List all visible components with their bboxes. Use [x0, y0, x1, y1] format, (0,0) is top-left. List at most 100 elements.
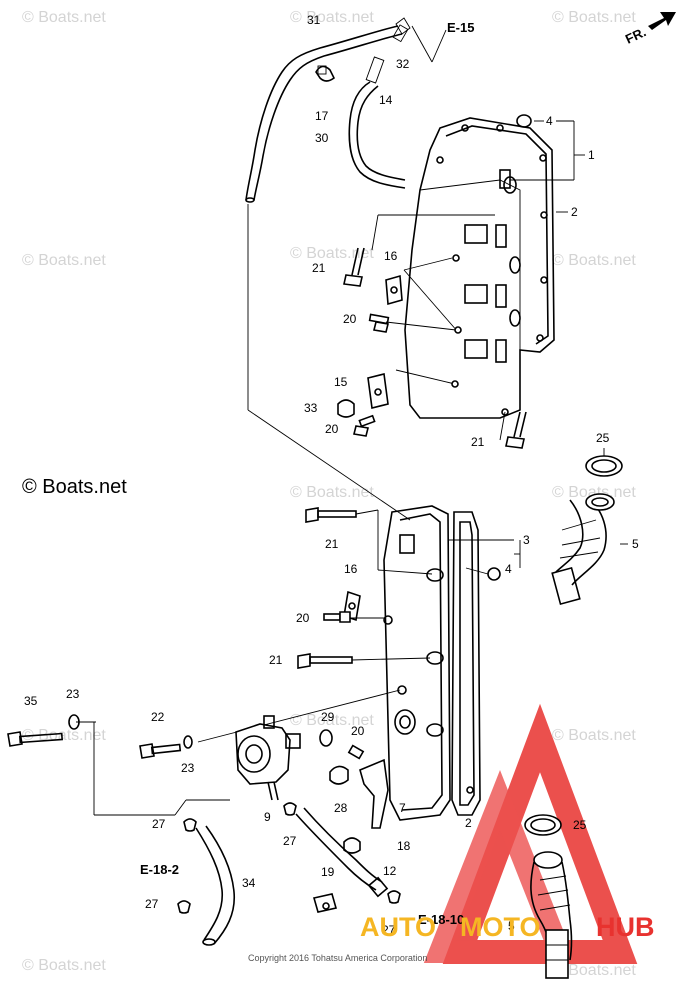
- watermark: © Boats.net: [552, 484, 636, 501]
- bracket-15: [367, 373, 389, 409]
- hose-5: [524, 814, 573, 979]
- callout-leaders: [411, 25, 628, 568]
- copyright-text: Copyright 2016 Tohatsu America Corporati…: [248, 953, 427, 963]
- callouts: 31 32 14 17 30 4 1 2 16 21 20 15 33 20 2…: [24, 13, 639, 937]
- leader-line: [247, 409, 411, 521]
- watermark: © Boats.net: [22, 727, 106, 744]
- bracket-16: [385, 274, 403, 306]
- washer-23: [68, 714, 80, 730]
- brand-moto: MOTO: [460, 912, 541, 942]
- callout-21: 21: [269, 653, 283, 667]
- watermark: © Boats.net: [290, 245, 374, 262]
- bracket-7: [359, 758, 389, 829]
- hose-31: [245, 17, 411, 203]
- watermark: © Boats.net: [552, 962, 636, 979]
- ref-e-18-10: E-18-10: [418, 912, 464, 927]
- cylinder-head-cover-lower: [383, 505, 481, 821]
- callout-29: 29: [321, 710, 335, 724]
- callout-21: 21: [325, 537, 339, 551]
- bolt-21: [505, 411, 527, 449]
- callout-4: 4: [505, 562, 512, 576]
- hose-30: [348, 24, 409, 189]
- callout-20: 20: [343, 312, 357, 326]
- callout-21: 21: [471, 435, 485, 449]
- callout-5: 5: [508, 919, 515, 933]
- watermark-layer: © Boats.net © Boats.net © Boats.net © Bo…: [22, 9, 636, 979]
- callout-15: 15: [334, 375, 348, 389]
- clip-27: [183, 818, 197, 832]
- automotohub-wordmark: AUTO MOTO HUB: [360, 912, 655, 942]
- watermark: © Boats.net: [22, 957, 106, 974]
- washer-23: [183, 735, 193, 749]
- clip-17: [315, 65, 336, 82]
- callout-16: 16: [384, 249, 398, 263]
- callout-2: 2: [571, 205, 578, 219]
- callout-5: 5: [632, 537, 639, 551]
- bolt-21: [297, 653, 353, 669]
- hose-5: [551, 493, 615, 606]
- callout-27: 27: [152, 817, 166, 831]
- hose-34: [195, 825, 236, 946]
- callout-20: 20: [351, 724, 365, 738]
- callout-1: 1: [588, 148, 595, 162]
- callout-27: 27: [283, 834, 297, 848]
- grommet-4: [487, 567, 501, 581]
- callout-18: 18: [397, 839, 411, 853]
- bolt-20: [323, 611, 351, 623]
- callout-32: 32: [396, 57, 410, 71]
- watermark-large: © Boats.net: [22, 476, 127, 498]
- callout-25: 25: [573, 818, 587, 832]
- callout-28: 28: [334, 801, 348, 815]
- bolt-20: [353, 414, 376, 437]
- callout-7: 7: [399, 801, 406, 815]
- watermark: © Boats.net: [290, 712, 374, 729]
- bolt-22: [139, 743, 182, 759]
- callout-22: 22: [151, 710, 165, 724]
- clip-27: [283, 802, 297, 816]
- callout-14: 14: [379, 93, 393, 107]
- callout-27: 27: [382, 923, 396, 937]
- watermark: © Boats.net: [22, 252, 106, 269]
- callout-27: 27: [145, 897, 159, 911]
- ref-e-15: E-15: [447, 20, 474, 35]
- leader-lines-lower: [76, 509, 514, 816]
- callout-34: 34: [242, 876, 256, 890]
- direction-arrow-icon: [648, 12, 676, 30]
- callout-4: 4: [546, 114, 553, 128]
- clamp-28: [329, 765, 349, 785]
- callout-19: 19: [321, 865, 335, 879]
- callout-35: 35: [24, 694, 38, 708]
- watermark: © Boats.net: [552, 252, 636, 269]
- watermark: © Boats.net: [22, 9, 106, 26]
- clip-29: [319, 729, 333, 747]
- ref-e-18-2: E-18-2: [140, 862, 179, 877]
- callout-3: 3: [523, 533, 530, 547]
- brand-auto: AUTO: [360, 912, 436, 942]
- bolt-20: [347, 744, 365, 760]
- bolt-20: [368, 313, 390, 333]
- bracket-16: [343, 590, 361, 622]
- cylinder-head-cover-upper: [404, 117, 555, 419]
- callout-20: 20: [325, 422, 339, 436]
- callout-12: 12: [383, 864, 397, 878]
- callout-30: 30: [315, 131, 329, 145]
- callout-23: 23: [181, 761, 195, 775]
- callout-25: 25: [596, 431, 610, 445]
- grommet-4: [516, 114, 532, 128]
- callout-9: 9: [264, 810, 271, 824]
- callout-16: 16: [344, 562, 358, 576]
- bolt-21: [305, 507, 357, 523]
- bolt-21: [343, 247, 365, 287]
- direction-label: FR.: [623, 24, 648, 46]
- clamp-25: [585, 455, 623, 477]
- callout-2: 2: [465, 816, 472, 830]
- callout-17: 17: [315, 109, 329, 123]
- callout-20: 20: [296, 611, 310, 625]
- leader-lines-upper: [371, 214, 506, 441]
- watermark: © Boats.net: [552, 9, 636, 26]
- callout-21: 21: [312, 261, 326, 275]
- clamp-33: [337, 399, 355, 418]
- clip-27: [387, 890, 401, 904]
- callout-31: 31: [307, 13, 321, 27]
